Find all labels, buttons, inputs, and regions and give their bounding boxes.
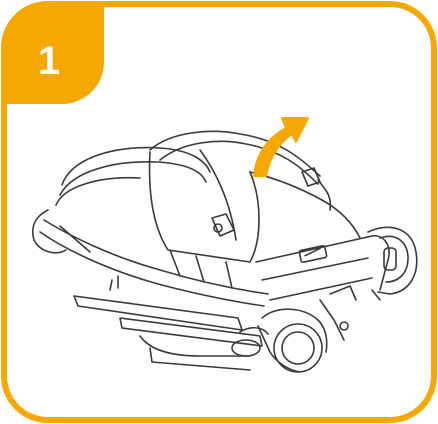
step-number: 1 — [18, 30, 80, 92]
